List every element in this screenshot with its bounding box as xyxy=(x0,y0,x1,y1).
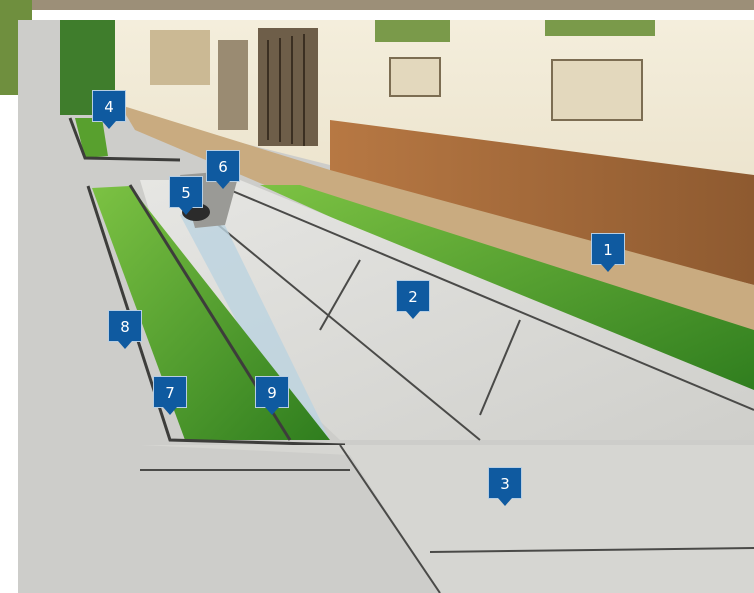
far-door xyxy=(218,40,248,130)
marker-6: 6 xyxy=(206,150,240,182)
window-box-right xyxy=(545,20,655,36)
marker-9: 9 xyxy=(255,376,289,408)
marker-2: 2 xyxy=(396,280,430,312)
marker-8: 8 xyxy=(108,310,142,342)
wall-plaque-right xyxy=(552,60,642,120)
far-windows xyxy=(150,30,210,85)
window-box-left xyxy=(375,20,450,42)
marker-1: 1 xyxy=(591,233,625,265)
top-strip xyxy=(0,0,754,10)
marker-7: 7 xyxy=(153,376,187,408)
marker-5: 5 xyxy=(169,176,203,208)
wall-plaque-left xyxy=(390,58,440,96)
marker-3: 3 xyxy=(488,467,522,499)
marker-4: 4 xyxy=(92,90,126,122)
